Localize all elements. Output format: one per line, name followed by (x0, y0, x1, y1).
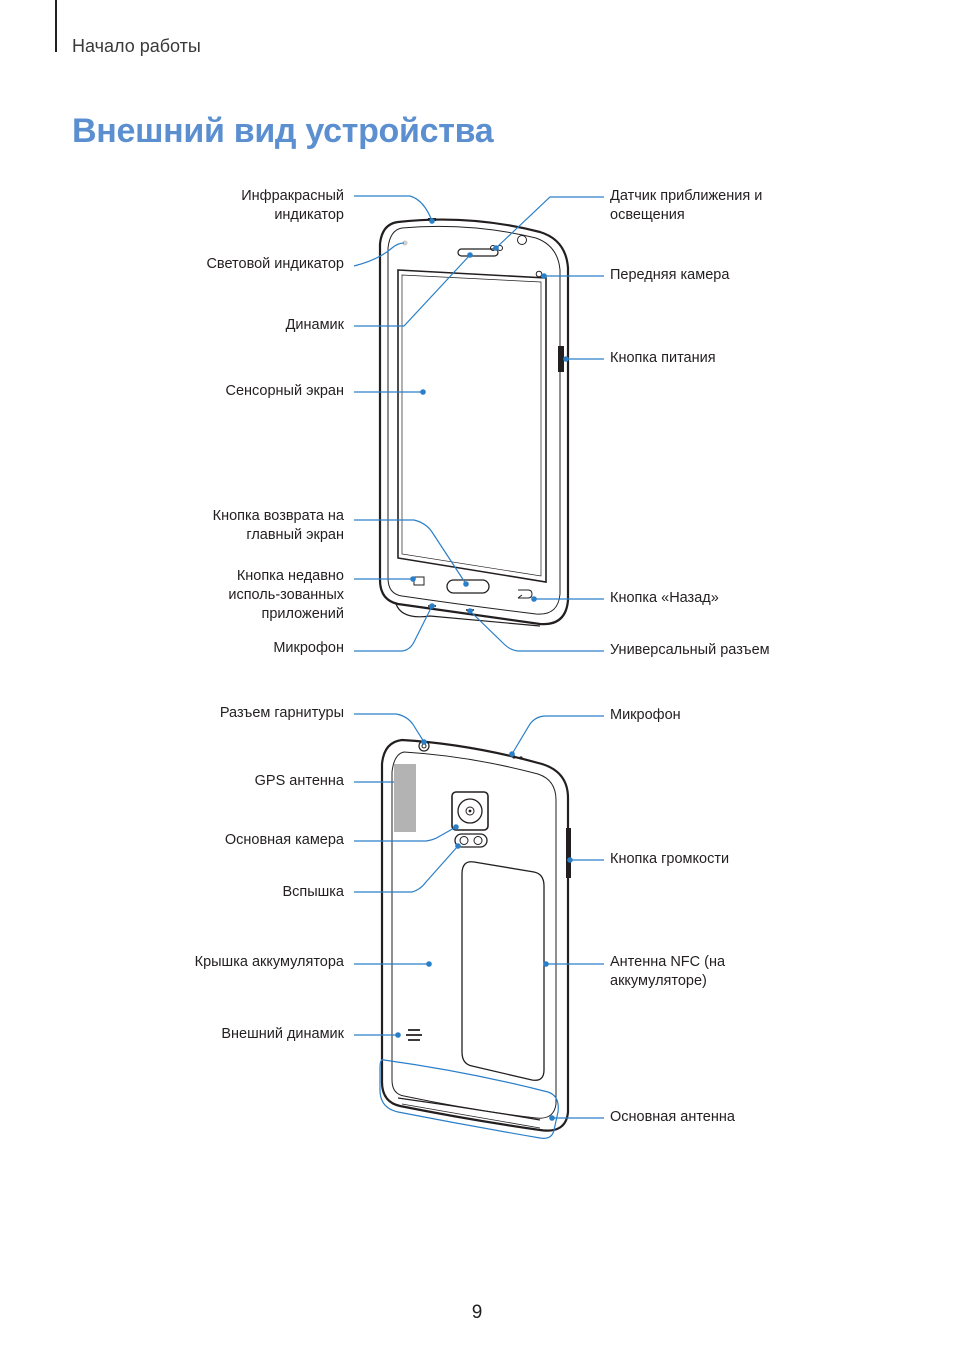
label-gps-antenna: GPS антенна (254, 773, 344, 789)
label-main-antenna: Основная антенна (610, 1109, 735, 1125)
label-rear-camera: Основная камера (224, 832, 344, 848)
label-nfc-antenna: Антенна NFC (на аккумуляторе) (610, 954, 726, 989)
label-speaker: Динамик (285, 317, 344, 333)
front-callout-dots (410, 218, 569, 614)
label-ir-indicator: Инфракрасный индикатор (241, 188, 344, 223)
back-callout-dots (395, 739, 573, 1121)
label-front-camera: Передняя камера (610, 267, 730, 283)
label-flash: Вспышка (282, 884, 344, 900)
label-back-cover: Крышка аккумулятора (194, 954, 344, 970)
label-touchscreen: Сенсорный экран (225, 383, 344, 399)
label-back-button: Кнопка «Назад» (610, 590, 719, 606)
section-header: Начало работы (72, 36, 201, 56)
back-callout-lines (354, 713, 604, 1139)
label-recent-apps-button: Кнопка недавно исполь-зованных приложени… (228, 568, 344, 622)
front-callout-lines (353, 195, 604, 652)
page-number: 9 (471, 1302, 483, 1323)
label-volume-button: Кнопка громкости (610, 851, 730, 867)
page-edge-rule (55, 0, 57, 52)
label-external-speaker: Внешний динамик (221, 1026, 344, 1042)
label-headset-jack: Разъем гарнитуры (219, 705, 344, 721)
front-phone-illustration (378, 218, 570, 627)
page-title: Внешний вид устройства (72, 112, 494, 150)
label-led-indicator: Световой индикатор (206, 256, 344, 272)
back-phone-illustration (380, 738, 571, 1132)
label-power-button: Кнопка питания (610, 350, 716, 366)
label-proximity-light-sensor: Датчик приближения и освещения (610, 188, 763, 223)
label-microphone-back: Микрофон (610, 707, 681, 723)
label-microphone-front: Микрофон (273, 640, 344, 656)
label-home-button: Кнопка возврата на главный экран (212, 508, 344, 543)
label-multipurpose-jack: Универсальный разъем (610, 642, 770, 658)
